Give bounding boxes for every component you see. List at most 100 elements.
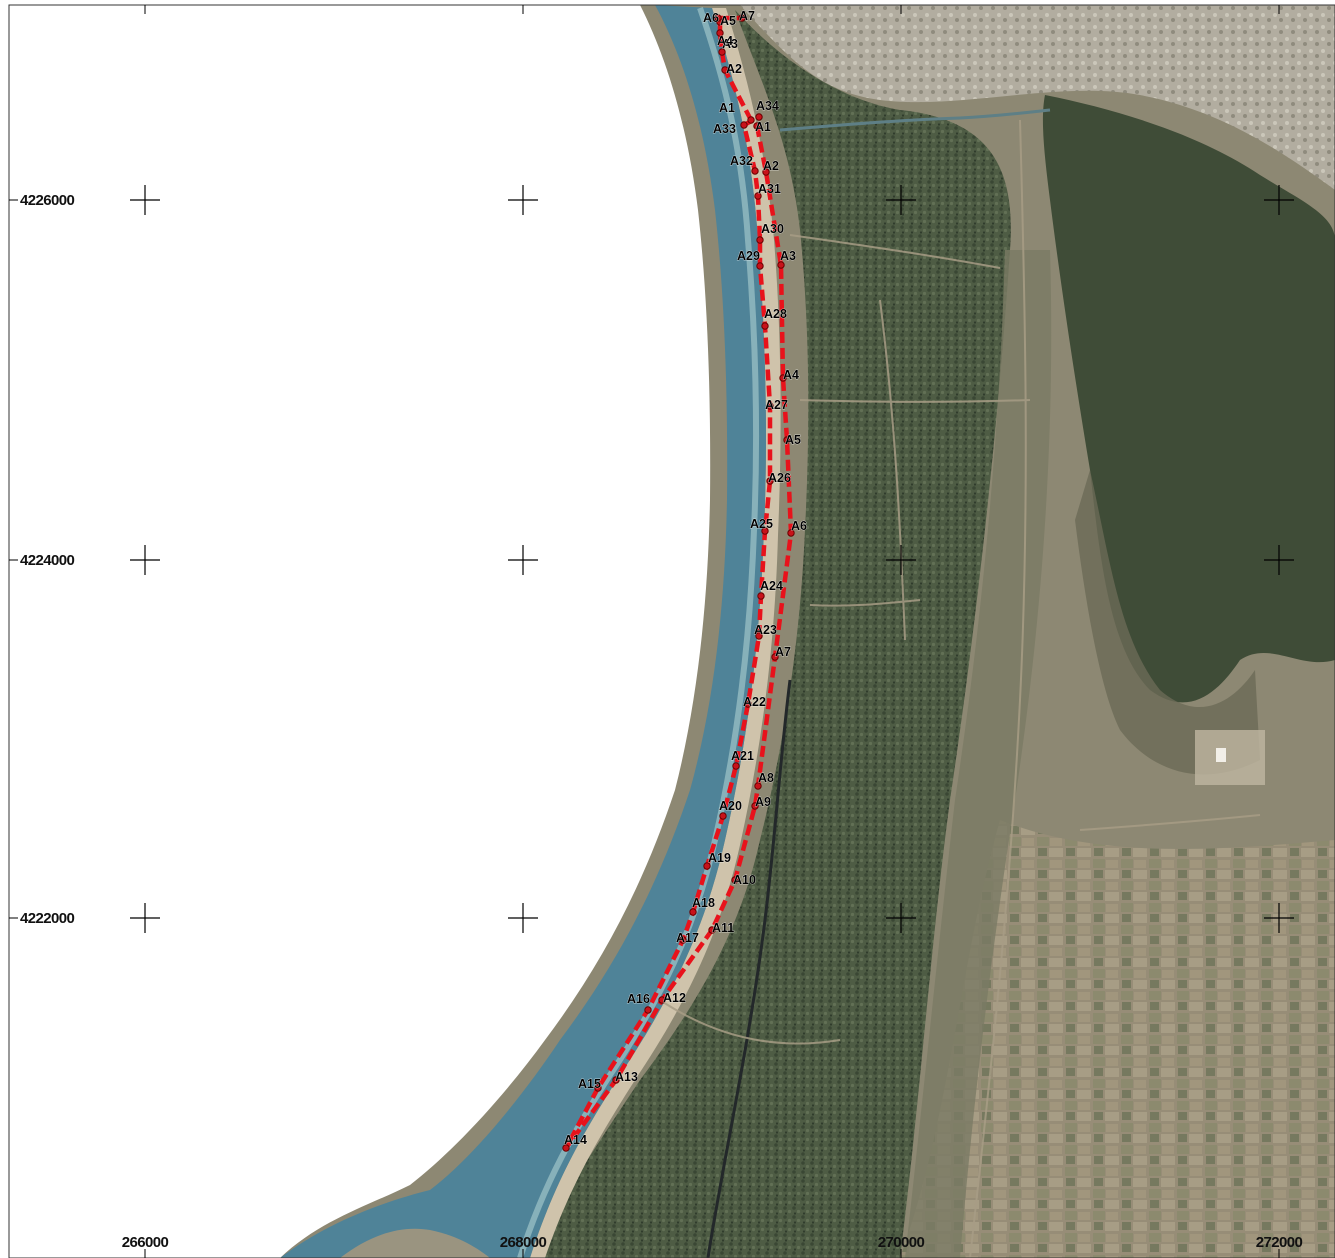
survey-point-label: A8 <box>758 771 774 785</box>
survey-point-marker <box>744 700 752 708</box>
river <box>706 679 792 1258</box>
survey-point-label: A4 <box>783 368 799 382</box>
survey-point-marker <box>738 14 746 22</box>
fields <box>900 820 1335 1258</box>
survey-point-marker <box>689 908 697 916</box>
survey-point-label: A17 <box>676 931 699 945</box>
lagoon-shallows <box>1075 470 1260 775</box>
survey-point-marker <box>756 262 764 270</box>
survey-point-marker <box>732 762 740 770</box>
easting-label: 272000 <box>1256 1234 1303 1251</box>
survey-point-marker <box>708 926 716 934</box>
survey-point-label: A4 <box>717 34 733 48</box>
frame-ticks <box>9 5 1280 1258</box>
roads <box>659 119 1261 1258</box>
survey-point-marker <box>766 477 774 485</box>
northing-label: 4226000 <box>20 192 74 209</box>
survey-point-marker <box>757 592 765 600</box>
survey-point-label: A2 <box>763 159 779 173</box>
survey-point-label: A3 <box>780 249 796 263</box>
village <box>1195 730 1265 785</box>
survey-point-label: A1 <box>755 120 771 134</box>
hills <box>740 5 1335 190</box>
route-line <box>563 115 794 1151</box>
survey-point-label: A33 <box>713 122 736 136</box>
easting-labels: 266000 268000 270000 272000 <box>122 1234 1303 1251</box>
survey-point-label: A25 <box>750 517 773 531</box>
survey-point-marker <box>658 996 666 1004</box>
survey-point-label: A9 <box>755 795 771 809</box>
survey-point-marker <box>718 48 726 56</box>
sea <box>9 5 711 1258</box>
survey-point-marker <box>754 192 762 200</box>
survey-point-label: A16 <box>627 992 650 1006</box>
easting-label: 266000 <box>122 1234 169 1251</box>
survey-points <box>562 14 795 1152</box>
survey-point-marker <box>771 653 779 661</box>
survey-point-label: A23 <box>754 623 777 637</box>
easting-label: 268000 <box>500 1234 547 1251</box>
survey-point-marker <box>716 29 724 37</box>
survey-point-label: A10 <box>733 873 756 887</box>
shallow-water <box>280 5 766 1258</box>
survey-point-label: A6 <box>791 519 807 533</box>
survey-point-label: A14 <box>564 1133 587 1147</box>
surf-line <box>517 7 759 1258</box>
survey-point-label: A5 <box>720 14 736 28</box>
northing-label: 4224000 <box>20 552 74 569</box>
survey-point-label: A19 <box>708 851 731 865</box>
headland <box>340 1228 490 1258</box>
survey-point-marker <box>766 402 774 410</box>
village-building <box>1216 748 1226 762</box>
survey-point-marker <box>755 632 763 640</box>
survey-point-marker <box>703 862 711 870</box>
grid-crosses <box>130 185 1294 933</box>
survey-point-marker <box>612 1076 620 1084</box>
survey-point-label: A13 <box>615 1070 638 1084</box>
survey-point-label: A6 <box>703 11 719 25</box>
survey-point-label: A32 <box>730 154 753 168</box>
survey-point-marker <box>761 527 769 535</box>
survey-point-label: A29 <box>737 249 760 263</box>
survey-point-label: A20 <box>719 799 742 813</box>
survey-point-marker <box>779 374 787 382</box>
survey-point-label: A21 <box>731 749 754 763</box>
survey-point-label: A34 <box>756 99 779 113</box>
survey-point-label: A11 <box>712 921 734 935</box>
survey-point-marker <box>594 1084 602 1092</box>
survey-point-labels: A1A2A3A4A5A6A7A8A9A10A11A12A13A14A15A16A… <box>564 9 808 1148</box>
survey-point-marker <box>714 14 722 22</box>
survey-point-marker <box>777 261 785 269</box>
survey-point-marker <box>562 1144 570 1152</box>
survey-point-label: A22 <box>743 695 766 709</box>
scrub-stripe <box>905 250 1052 1258</box>
survey-point-label: A12 <box>663 991 686 1005</box>
survey-point-marker <box>761 322 769 330</box>
forest-band <box>530 10 1011 1258</box>
survey-point-label: A28 <box>764 307 787 321</box>
northing-label: 4222000 <box>20 910 74 927</box>
survey-point-marker <box>755 113 763 121</box>
survey-point-marker <box>756 236 764 244</box>
survey-point-label: A15 <box>578 1077 601 1091</box>
survey-point-label: A3 <box>722 37 738 51</box>
map-border <box>8 4 1335 1258</box>
stream <box>779 108 1051 132</box>
survey-point-label: A5 <box>785 433 801 447</box>
survey-point-label: A1 <box>719 101 735 115</box>
survey-point-label: A7 <box>739 9 755 23</box>
map-image <box>9 5 1335 1258</box>
survey-point-marker <box>731 876 739 884</box>
survey-point-marker <box>762 168 770 176</box>
survey-point-marker <box>679 936 687 944</box>
survey-point-marker <box>719 812 727 820</box>
easting-label: 270000 <box>878 1234 925 1251</box>
northing-labels: 4226000 4224000 4222000 <box>20 192 75 927</box>
survey-point-label: A27 <box>765 398 788 412</box>
survey-point-marker <box>783 436 791 444</box>
survey-point-marker <box>747 116 755 124</box>
survey-point-label: A2 <box>726 62 742 76</box>
survey-point-marker <box>740 121 748 129</box>
survey-point-marker <box>644 1006 652 1014</box>
